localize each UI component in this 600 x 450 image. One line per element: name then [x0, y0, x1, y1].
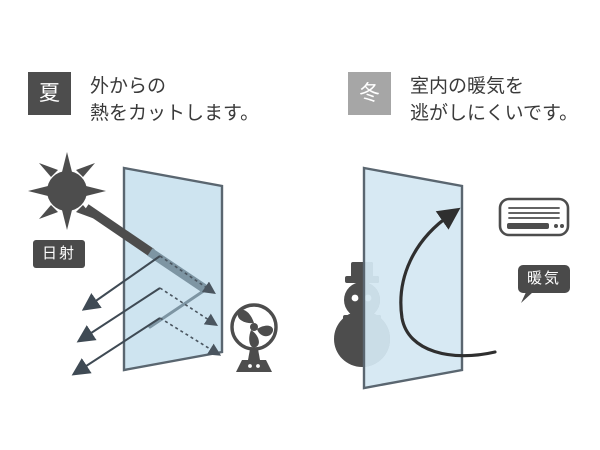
summer-heading-text: 外からの 熱をカットします。 [90, 75, 260, 124]
season-badge-summer: 夏 [28, 72, 71, 115]
summer-header: 夏 外からの 熱をカットします。 [28, 72, 259, 127]
transmitted-arrow-1 [159, 255, 216, 295]
warm-air-loop-arrow [399, 207, 497, 358]
winter-panel: 冬 室内の暖気を 逃がしにくいです。 [300, 0, 600, 450]
solar-ray-incoming [83, 204, 155, 257]
warm-air-tag-tail [521, 290, 533, 303]
winter-heading-text: 室内の暖気を 逃がしにくいです。 [410, 75, 579, 124]
solar-radiation-tag: 日射 [33, 240, 86, 268]
electric-fan-icon [230, 303, 278, 372]
winter-header: 冬 室内の暖気を 逃がしにくいです。 [348, 72, 578, 127]
reflected-arrow-3 [71, 317, 161, 376]
reflected-arrow-2 [76, 287, 161, 343]
solar-ray-inside-glass [147, 248, 208, 293]
transmitted-arrow-3 [159, 317, 222, 356]
reflected-arrow-1 [81, 255, 161, 311]
solar-ray-reflected-leg [148, 288, 207, 329]
summer-panel: 夏 外からの 熱をカットします。 日射 [28, 72, 259, 268]
sun-icon [28, 152, 106, 230]
air-conditioner-icon [498, 197, 570, 237]
transmitted-arrow-2 [159, 287, 219, 326]
season-badge-winter: 冬 [348, 72, 391, 115]
reflected-heat-arrows [71, 255, 161, 376]
transmitted-heat-arrows [159, 255, 222, 356]
warm-air-tag: 暖気 [518, 265, 571, 293]
